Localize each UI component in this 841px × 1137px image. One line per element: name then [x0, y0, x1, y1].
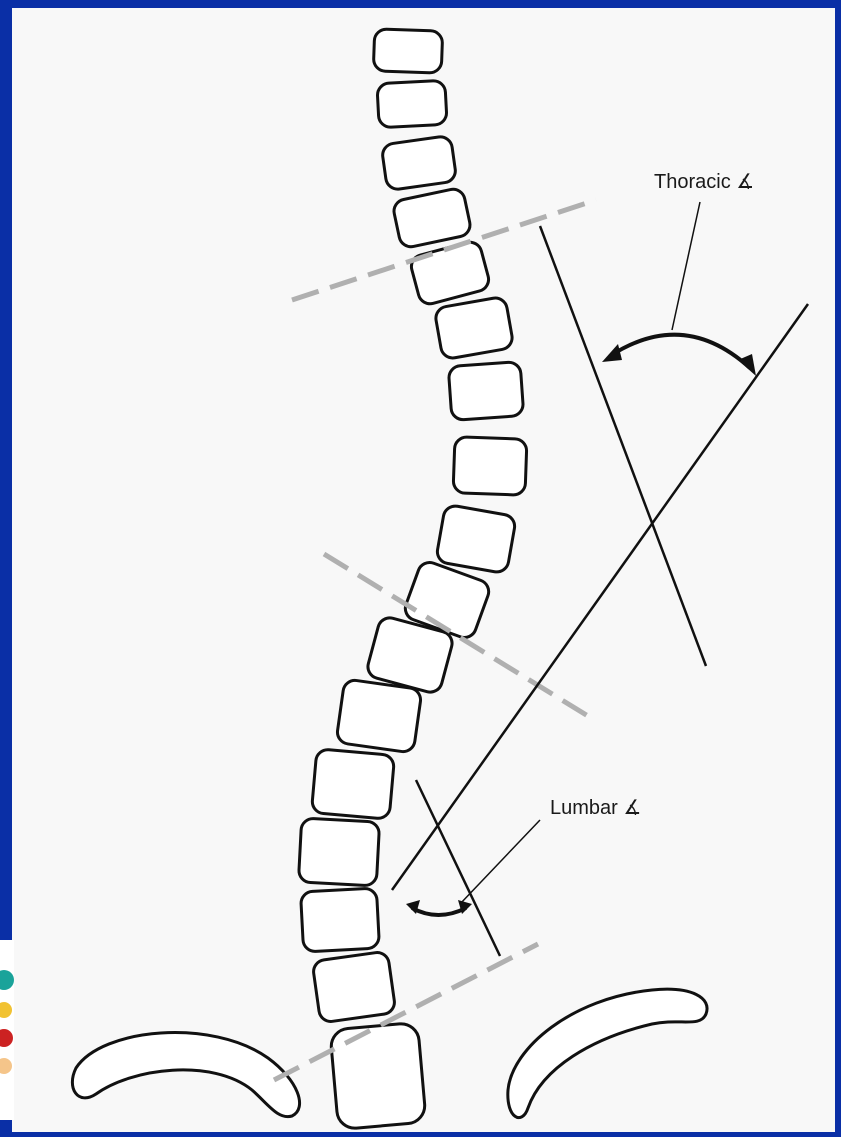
thoracic-arrowhead-right: [738, 354, 756, 376]
vertebra-15: [300, 888, 379, 952]
thoracic-arrowhead-left: [602, 344, 622, 362]
vertebra-4: [392, 187, 472, 249]
lumbar-arc: [412, 908, 466, 915]
vertebra-6: [434, 296, 514, 360]
lumbar-perpendicular-lower: [416, 780, 500, 956]
vertebra-7: [448, 362, 524, 421]
vertebra-12: [336, 679, 422, 753]
vertebra-9: [436, 504, 517, 574]
thoracic-arc: [610, 335, 750, 368]
vertebra-16: [312, 951, 396, 1023]
corner-logo-fragment: [0, 940, 14, 1120]
iliac-crest-right: [508, 989, 707, 1117]
vertebra-2: [377, 80, 447, 127]
lumbar-angle-label: Lumbar ∡: [550, 797, 641, 819]
vertebra-14: [298, 818, 379, 886]
vertebra-8: [453, 437, 527, 495]
thoracic-perpendicular-upper: [540, 226, 706, 666]
scoliosis-cobb-angle-diagram: Thoracic ∡ Lumbar ∡: [12, 8, 841, 1137]
lumbar-leader-line: [460, 820, 540, 904]
thoracic-leader-line: [672, 202, 700, 330]
iliac-crest-left: [72, 1033, 299, 1117]
vertebra-17: [330, 1022, 426, 1129]
vertebra-3: [381, 135, 457, 190]
vertebra-13: [311, 749, 394, 820]
vertebra-1: [373, 29, 442, 73]
spine: [298, 29, 527, 1130]
thoracic-angle-arc: [602, 335, 756, 376]
thoracic-angle-label: Thoracic ∡: [654, 171, 754, 193]
